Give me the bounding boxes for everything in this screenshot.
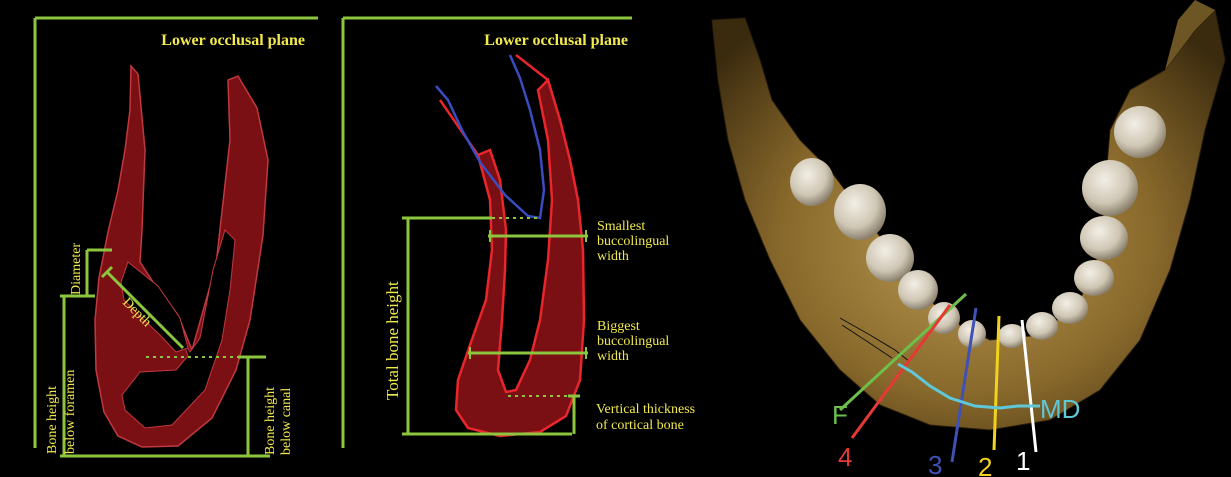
panel2-smallest-width-label-1: Smallest	[597, 219, 645, 234]
panel1-title: Lower occlusal plane	[161, 32, 305, 49]
line-1-label: 1	[1016, 446, 1030, 476]
tooth	[1114, 106, 1166, 158]
panel-1-cross-section-foramen: Lower occlusal plane Diameter Depth Bone…	[35, 18, 318, 456]
tooth	[1074, 260, 1114, 296]
tooth	[790, 158, 834, 206]
panel1-canal-height-label-2: below canal	[279, 388, 294, 455]
line-F-label: F	[832, 400, 848, 430]
panel2-biggest-width-label-2: buccolingual	[597, 334, 669, 349]
tooth	[1026, 312, 1058, 340]
panel1-foramen-height-label-2: below foramen	[63, 370, 78, 454]
panel-3-mandible-render: F 4 3 2 1 MD	[712, 0, 1225, 477]
line-4-label: 4	[838, 442, 852, 472]
line-2-label: 2	[978, 452, 992, 477]
panel2-smallest-width-label-2: buccolingual	[597, 234, 669, 249]
panel2-smallest-width-label-3: width	[597, 249, 629, 264]
panel2-cortical-label-2: of cortical bone	[596, 418, 684, 433]
panel1-canal-height-label-1: Bone height	[263, 387, 278, 455]
panel-2-cross-section-widths: Lower occlusal plane Total bone height S…	[343, 18, 695, 448]
tooth	[1082, 160, 1138, 216]
panel2-total-height-label: Total bone height	[383, 281, 402, 400]
panel2-biggest-width-label-3: width	[597, 349, 629, 364]
line-3-label: 3	[928, 450, 942, 477]
line-MD-label: MD	[1040, 394, 1080, 424]
panel2-root-red-right	[516, 55, 548, 80]
mandible-body	[712, 10, 1225, 430]
panel2-title: Lower occlusal plane	[484, 32, 628, 49]
tooth	[898, 270, 938, 310]
panel1-diameter-label: Diameter	[69, 243, 84, 295]
panel1-foramen-height-label-1: Bone height	[45, 386, 60, 454]
panel2-biggest-width-label-1: Biggest	[597, 319, 640, 334]
panel2-bone-section	[456, 80, 584, 436]
tooth	[1080, 216, 1128, 260]
panel2-cortical-label-1: Vertical thickness	[596, 402, 695, 417]
tooth	[1052, 292, 1088, 324]
tooth	[834, 184, 886, 240]
